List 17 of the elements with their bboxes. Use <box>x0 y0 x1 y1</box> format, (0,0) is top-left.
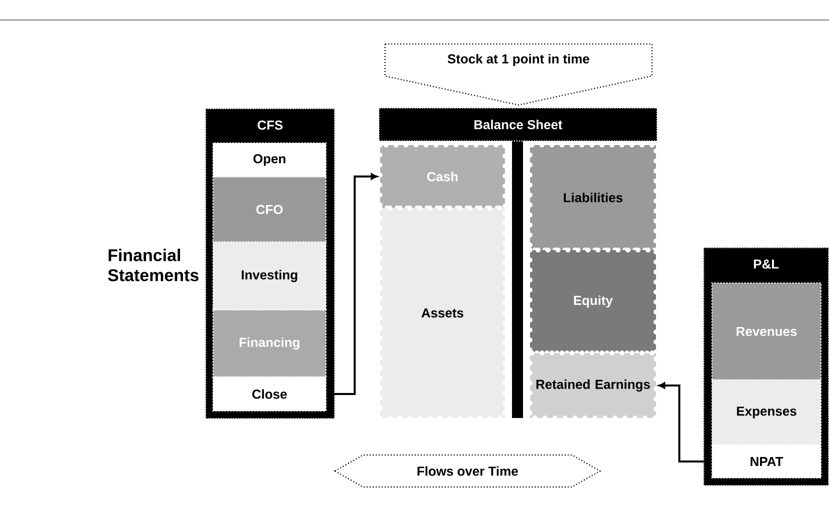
line-item-cell: NPAT <box>711 444 822 479</box>
line-item-cell: Revenues <box>711 282 822 381</box>
account-block: Liabilities <box>528 142 658 252</box>
line-item-cell: Open <box>212 142 327 178</box>
account-block: Retained Earnings <box>528 350 658 420</box>
account-block: Cash <box>378 142 508 210</box>
header-bar: Balance Sheet <box>378 107 658 142</box>
line-item-cell: Investing <box>212 241 327 311</box>
arrow <box>658 382 712 462</box>
account-block: Equity <box>528 248 658 356</box>
line-item-cell: Close <box>212 376 327 412</box>
line-item-cell: Expenses <box>711 379 822 446</box>
line-item-cell: Financing <box>212 309 327 378</box>
heading-label: Financial Statements <box>108 248 198 282</box>
account-block: Assets <box>378 206 508 420</box>
line-item-cell: CFO <box>212 176 327 243</box>
arrow <box>326 173 378 395</box>
